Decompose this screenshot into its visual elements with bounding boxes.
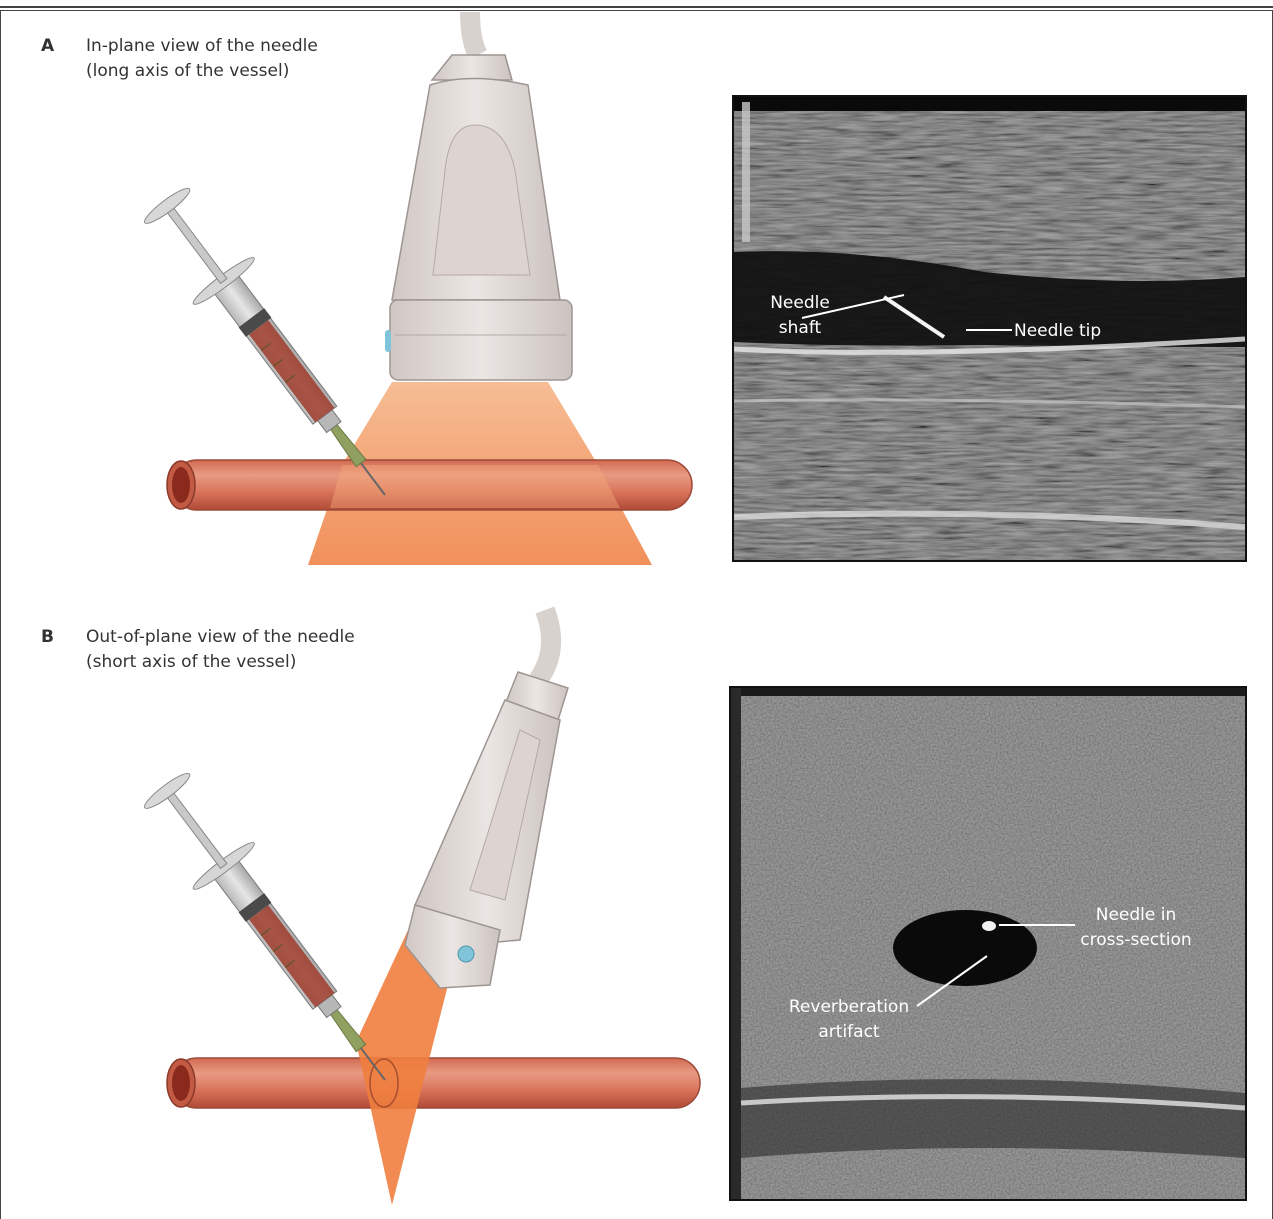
illustrations (0, 0, 720, 1219)
panel-a-illustration (133, 12, 692, 565)
needle-shaft-label: Needle shaft (760, 291, 840, 341)
needle-tip-label: Needle tip (1014, 319, 1124, 344)
ultrasound-image-b: Needle in cross-section Reverberation ar… (729, 686, 1247, 1201)
reverberation-artifact-label: Reverberation artifact (779, 995, 919, 1045)
ultrasound-image-a: Needle shaft Needle tip (732, 95, 1247, 562)
panel-b-illustration (133, 610, 700, 1205)
needle-cross-section-label: Needle in cross-section (1071, 903, 1201, 953)
